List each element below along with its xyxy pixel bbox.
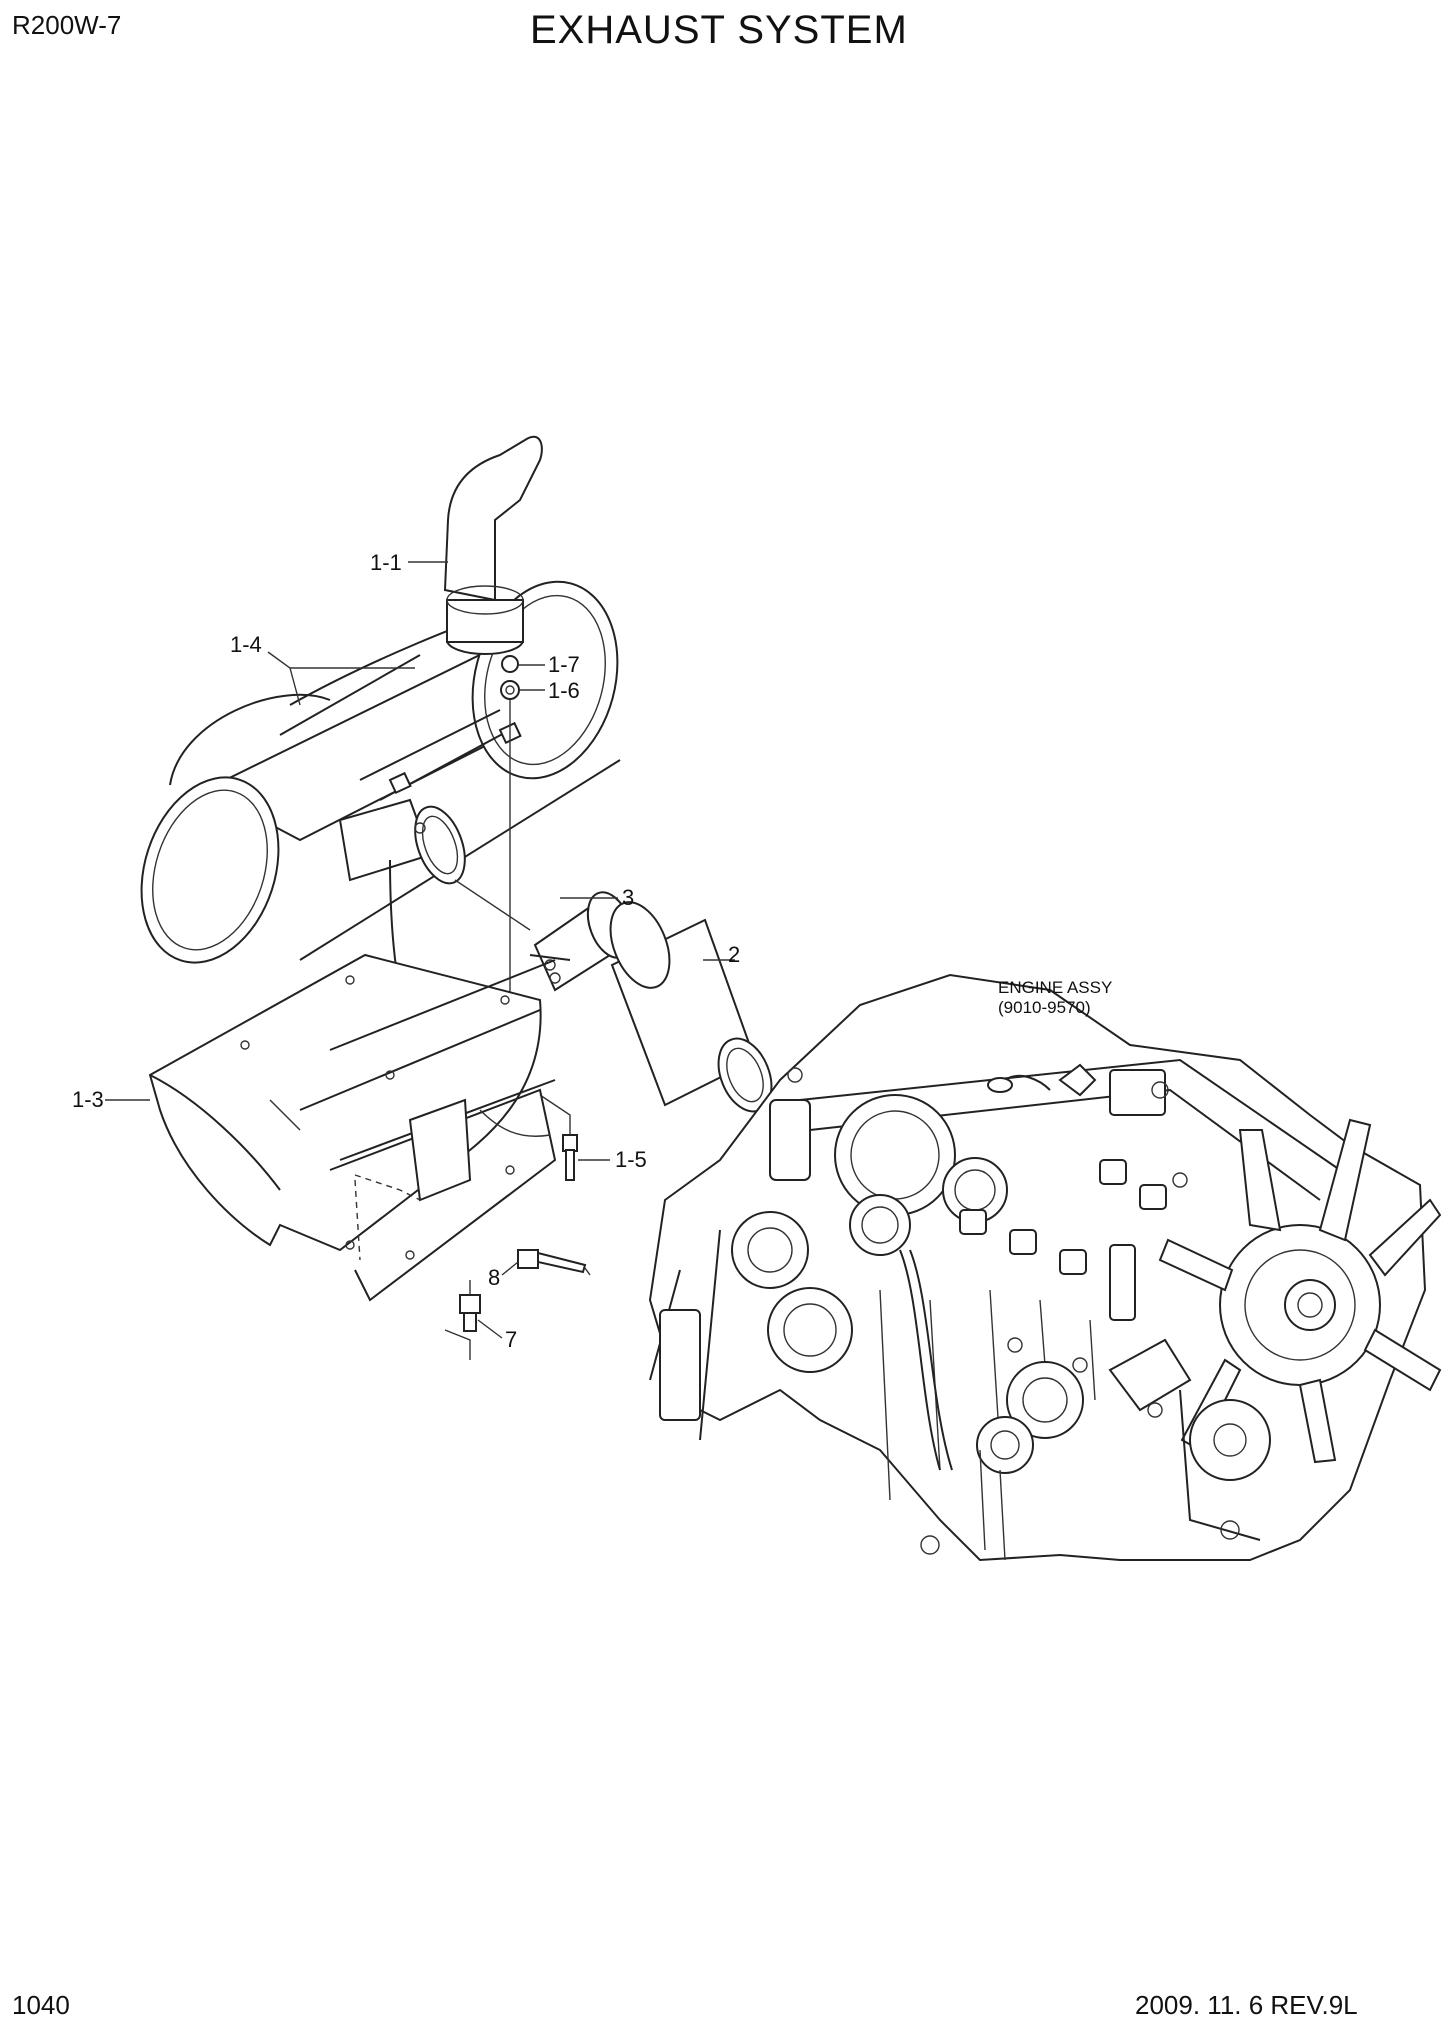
engine-assembly (648, 973, 1442, 1562)
engine-part-range: (9010-9570) (998, 998, 1091, 1017)
model-code: R200W-7 (12, 10, 122, 40)
nut-washer-pair (500, 655, 520, 1000)
muffler-bracket (148, 953, 557, 1302)
revision-date: 2009. 11. 6 REV.9L (1135, 1990, 1358, 2020)
callout-2: 2 (728, 942, 740, 967)
muffler-assembly (140, 580, 621, 1051)
callout-1-4: 1-4 (230, 632, 262, 657)
exhaust-pipe (609, 901, 773, 1113)
page-title: EXHAUST SYSTEM (530, 8, 908, 52)
engine-assy-label: ENGINE ASSY (998, 978, 1112, 997)
callout-7: 7 (505, 1327, 517, 1352)
callout-1-7: 1-7 (548, 652, 580, 677)
callout-3: 3 (622, 885, 634, 910)
callout-labels: 1-1 1-4 1-7 1-6 3 2 1-3 1-5 8 7 ENGINE A… (72, 550, 1112, 1352)
bolt-1-5 (539, 1094, 578, 1181)
bolts-8-7 (444, 1249, 591, 1360)
callout-1-1: 1-1 (370, 550, 402, 575)
callout-1-3: 1-3 (72, 1087, 104, 1112)
callout-8: 8 (488, 1265, 500, 1290)
tail-pipe (443, 435, 543, 655)
callout-1-6: 1-6 (548, 678, 580, 703)
leader-lines (105, 561, 735, 1339)
callout-1-5: 1-5 (615, 1147, 647, 1172)
page-number: 1040 (12, 1990, 70, 2020)
